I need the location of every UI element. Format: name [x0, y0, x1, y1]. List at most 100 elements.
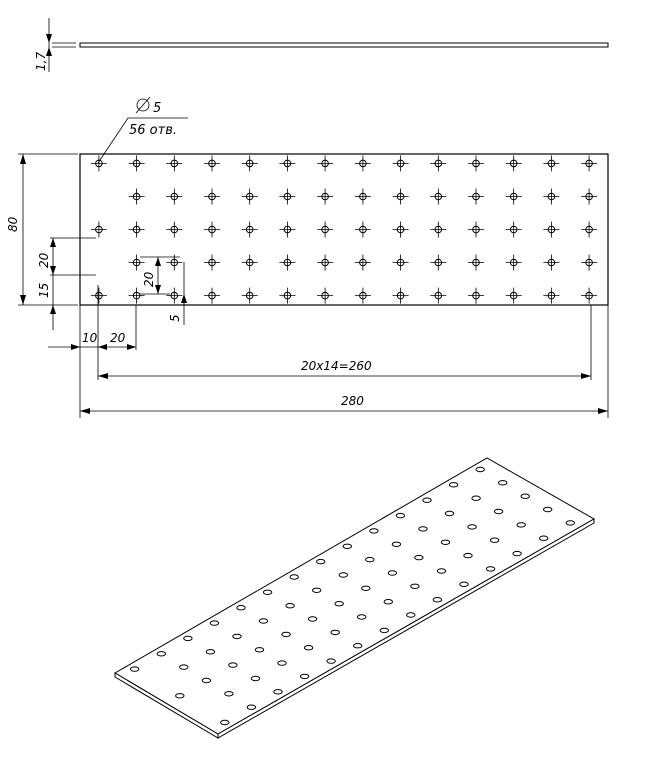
hole-centerline [317, 254, 334, 271]
hole-centerline [279, 188, 296, 205]
hole-centerline [468, 287, 484, 304]
hole-centerline [505, 188, 522, 205]
hole-centerline [317, 287, 334, 304]
hole-centerline [204, 254, 220, 271]
hole-centerline [430, 254, 447, 271]
hole-centerline [392, 221, 409, 238]
hole-centerline [166, 287, 183, 304]
hole-iso [391, 541, 402, 547]
hole-centerline [354, 188, 371, 205]
hole-iso [471, 495, 481, 501]
hole-centerline [392, 188, 409, 205]
hole-iso [246, 704, 257, 710]
hole-centerline [241, 254, 258, 271]
hole-iso [395, 512, 406, 519]
hole-centerline [128, 221, 145, 238]
hole-iso [130, 666, 140, 672]
hole-iso [299, 673, 310, 680]
hole-centerline [354, 221, 371, 238]
plate-iso-edge-right [217, 518, 595, 739]
hole-iso [205, 649, 216, 655]
hole-centerline [241, 221, 258, 238]
hole-iso [463, 552, 473, 559]
hole-centerline [543, 254, 560, 271]
hole-centerline [317, 221, 334, 238]
hole-centerline [90, 287, 107, 304]
hole-iso [383, 599, 393, 605]
hole-centerline [430, 221, 447, 238]
edge-offset-dimension: 15 [37, 283, 51, 298]
hole-iso [179, 664, 189, 670]
hole-centerline [241, 188, 258, 205]
hole-iso [334, 601, 344, 607]
chain-dimension: 20x14=260 [301, 359, 372, 373]
hole-pattern [90, 155, 598, 304]
hole-centerline [468, 155, 484, 172]
hole-centerline [543, 287, 560, 304]
hole-centerline [543, 155, 560, 172]
hole-centerline [581, 221, 598, 238]
stagger-offset-dimension: 5 [168, 314, 182, 322]
hole-centerline [279, 155, 296, 172]
stagger-pitch-dimension: 20 [142, 271, 156, 287]
hole-iso [565, 520, 575, 526]
hole-iso [156, 651, 167, 657]
hole-centerline [90, 155, 107, 172]
hole-iso [312, 587, 322, 593]
hole-centerline [128, 155, 145, 172]
hole-centerline [505, 221, 522, 238]
hole-iso [330, 629, 340, 636]
hole-iso [498, 480, 508, 486]
hole-centerline [204, 155, 220, 172]
hole-iso [493, 508, 504, 515]
hole-centerline [354, 155, 371, 172]
hole-centerline [204, 188, 220, 205]
hole-centerline [354, 254, 371, 271]
hole-centerline [543, 188, 560, 205]
hole-iso [512, 550, 522, 557]
hole-centerline [128, 254, 145, 271]
hole-iso [459, 581, 469, 587]
hole-iso [475, 466, 485, 473]
hole-iso [224, 691, 234, 697]
hole-centerline [128, 188, 145, 205]
hole-centerline [430, 155, 447, 172]
hole-centerline [392, 287, 409, 304]
hole-iso [273, 689, 283, 695]
hole-iso [422, 497, 432, 503]
hole-iso [342, 543, 352, 549]
hole-iso [285, 603, 295, 609]
hole-iso [258, 618, 269, 624]
hole-iso [440, 539, 451, 545]
hole-iso [175, 693, 185, 699]
hole-iso [281, 631, 291, 638]
hole-iso [539, 535, 549, 541]
hole-iso [369, 528, 379, 534]
hole-iso [543, 506, 553, 513]
hole-centerline [468, 254, 484, 271]
plate-side-profile [79, 42, 609, 48]
hole-iso [254, 647, 265, 653]
plate-outline [79, 153, 609, 306]
hole-count-label: 56 отв. [129, 123, 177, 138]
hole-iso [489, 537, 500, 543]
height-dimension: 80 [6, 216, 20, 232]
hole-centerline [317, 188, 334, 205]
hole-centerline [581, 254, 598, 271]
hole-iso [520, 493, 530, 499]
hole-iso [228, 662, 238, 668]
hole-iso [232, 633, 242, 640]
hole-centerline [128, 287, 145, 304]
hole-iso [387, 570, 398, 576]
hole-centerline [317, 155, 334, 172]
hole-centerline [392, 254, 409, 271]
hole-iso [379, 627, 389, 634]
hole-centerline [204, 287, 220, 304]
hole-iso [418, 526, 428, 532]
hole-pattern-iso [130, 466, 575, 726]
hole-centerline [354, 287, 371, 304]
hole-centerline [581, 188, 598, 205]
hole-iso [316, 558, 326, 565]
hole-iso [209, 620, 220, 626]
